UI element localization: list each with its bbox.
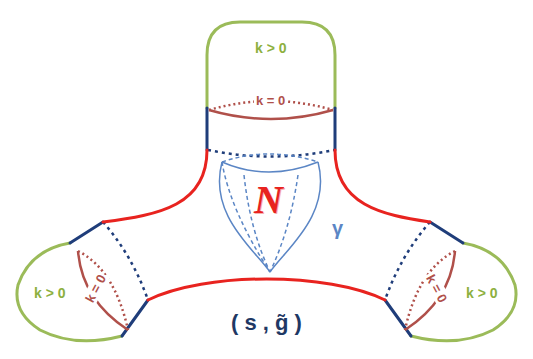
curvature-label: k > 0 bbox=[34, 286, 66, 300]
curvature-label: k = 0 bbox=[422, 270, 451, 306]
metric-label: ( s , g̃ ) bbox=[231, 312, 302, 334]
curvature-label: k = 0 bbox=[254, 93, 287, 108]
region-name: N bbox=[254, 180, 283, 220]
curvature-label: k > 0 bbox=[255, 41, 287, 55]
curvature-label: k = 0 bbox=[81, 270, 110, 306]
curve-name: γ bbox=[332, 218, 343, 238]
curvature-label: k > 0 bbox=[466, 286, 498, 300]
